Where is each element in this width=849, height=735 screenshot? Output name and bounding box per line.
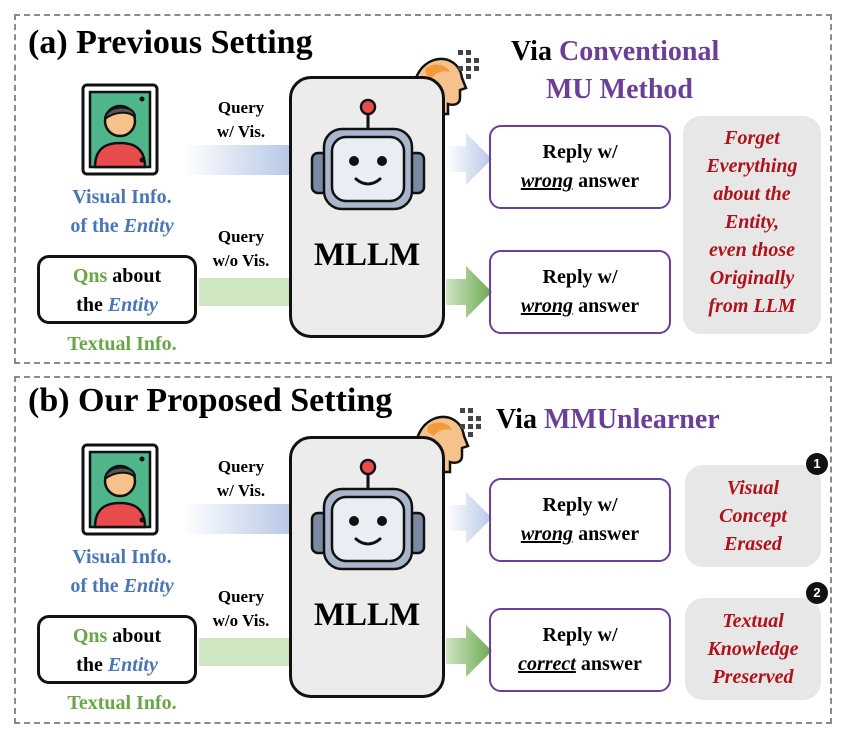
textual-info-label: Textual Info. xyxy=(67,692,177,714)
question-box: Qns about the Entity xyxy=(37,615,197,684)
portrait-icon xyxy=(81,443,159,536)
mllm-model-box: MLLM xyxy=(289,76,445,338)
outcome-note-forget-all: Forget Everything about the Entity, even… xyxy=(683,116,821,334)
textual-info-label: Textual Info. xyxy=(67,333,177,355)
reply-box-visual: Reply w/ wrong answer xyxy=(489,125,671,209)
outcome-note-textual-preserved: Textual Knowledge Preserved xyxy=(685,598,821,700)
mllm-label: MLLM xyxy=(313,597,421,633)
panel-proposed-setting: (b) Our Proposed Setting xyxy=(14,376,832,724)
step-badge-2: 2 xyxy=(806,582,828,604)
panel-b-title: (b) Our Proposed Setting xyxy=(28,382,393,419)
reply-box-textual: Reply w/ correct answer xyxy=(489,608,671,692)
step-badge-1: 1 xyxy=(806,453,828,475)
visual-input-arrow xyxy=(183,504,291,534)
mllm-label: MLLM xyxy=(313,237,421,273)
visual-output-arrow xyxy=(446,133,492,185)
textual-input-arrow xyxy=(199,278,291,306)
panel-previous-setting: (a) Previous Setting xyxy=(14,14,832,364)
textual-output-arrow xyxy=(446,266,492,318)
textual-output-arrow xyxy=(446,625,492,677)
visual-info-label: Visual Info. of the Entity xyxy=(70,546,174,597)
textual-input-arrow xyxy=(199,638,291,666)
reply-box-textual: Reply w/ wrong answer xyxy=(489,250,671,334)
robot-icon xyxy=(310,98,426,211)
mllm-model-box: MLLM xyxy=(289,436,445,698)
robot-icon xyxy=(310,458,426,571)
portrait-icon xyxy=(81,83,159,176)
panel-a-method-label: Via Conventional xyxy=(511,36,720,67)
panel-b-method-label: Via MMUnlearner xyxy=(496,404,720,435)
reply-box-visual: Reply w/ wrong answer xyxy=(489,478,671,562)
visual-info-label: Visual Info. of the Entity xyxy=(70,186,174,237)
visual-output-arrow xyxy=(446,492,492,544)
outcome-note-visual-erased: Visual Concept Erased xyxy=(685,465,821,567)
panel-a-title: (a) Previous Setting xyxy=(28,24,313,61)
panel-a-method-label-line2: MU Method xyxy=(546,74,693,105)
question-box: Qns about the Entity xyxy=(37,255,197,324)
visual-input-arrow xyxy=(183,145,291,175)
